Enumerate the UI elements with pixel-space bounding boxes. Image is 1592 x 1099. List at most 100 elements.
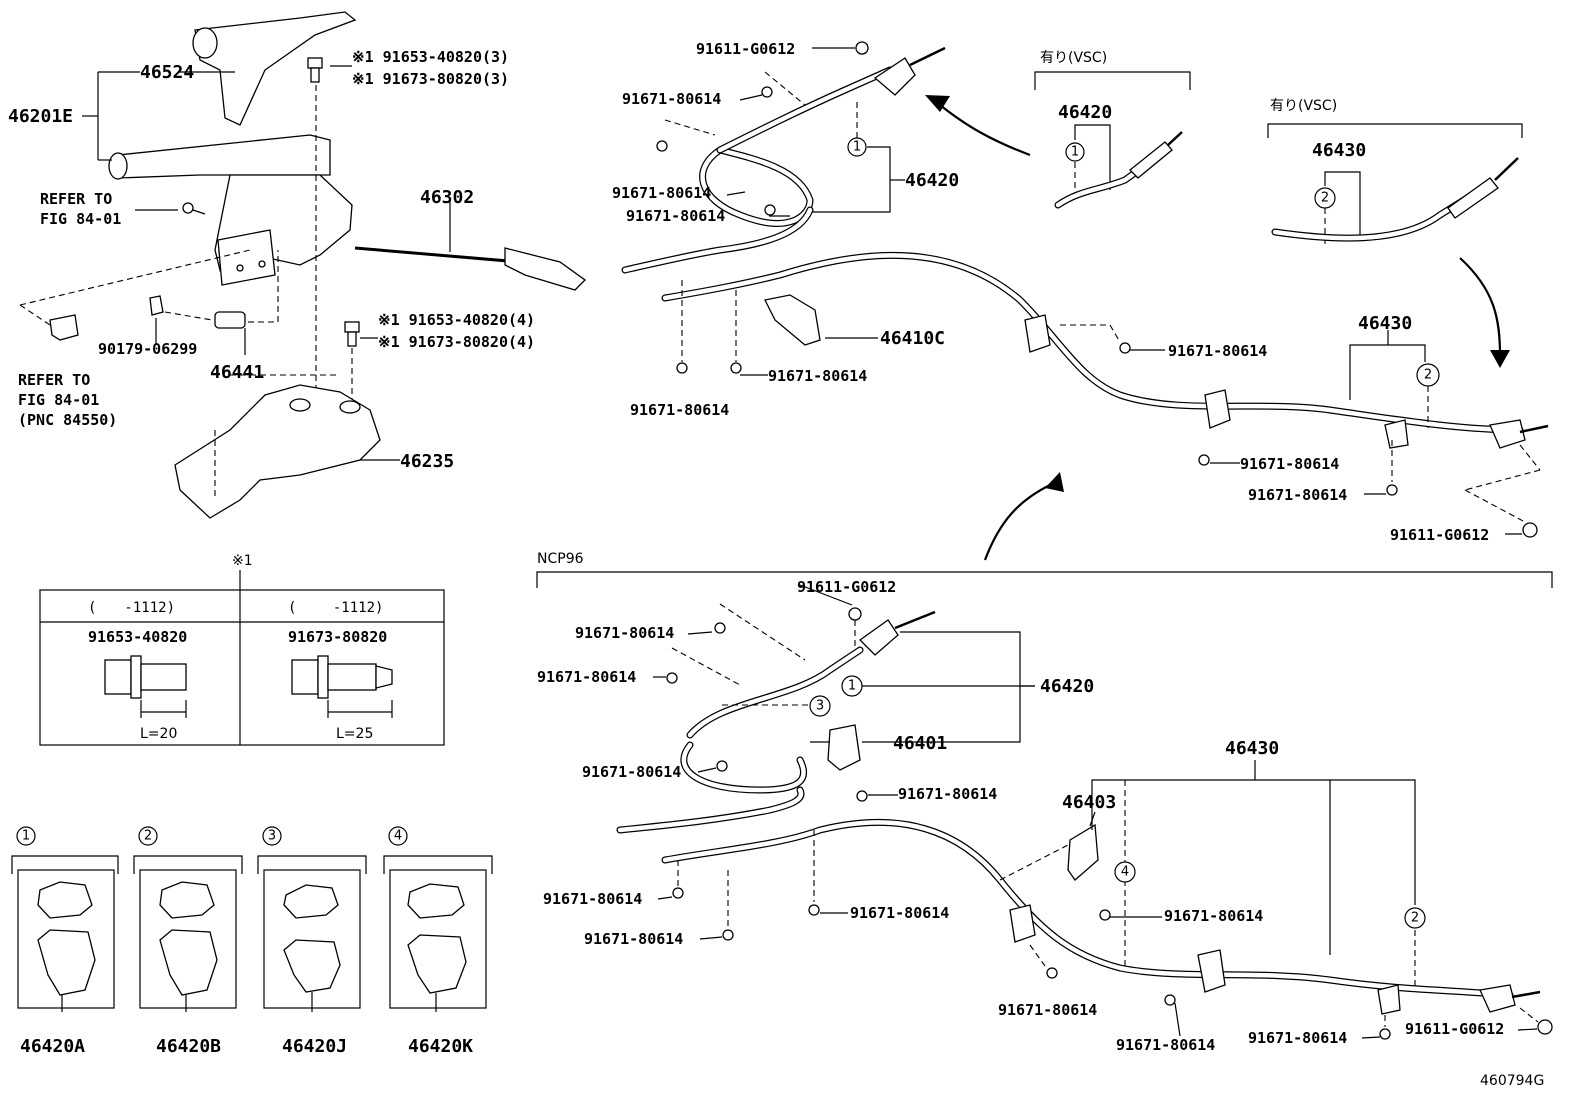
refer-fig-label: REFER TO (40, 190, 112, 208)
bolt-icon (291, 659, 319, 695)
cable-46430-label: 46430 (1358, 313, 1412, 334)
clamp-set: 1 46420A 2 46420B 3 46420J 4 46420K (11, 826, 493, 1057)
clamp-bottom-icon (283, 939, 341, 993)
clamp-part-label: 46420J (282, 1036, 347, 1057)
refer-fig-label: (PNC 84550) (18, 411, 117, 429)
bolt-head-icon (730, 362, 742, 374)
bolt-head-icon (1537, 1019, 1553, 1035)
bolt-part-label: 91671-80614 (584, 930, 683, 948)
ncp96-heading: NCP96 (537, 551, 584, 567)
cable-clamp-shape (1197, 949, 1226, 993)
bolt-part-label: 91671-80614 (537, 668, 636, 686)
bracket-46401-label: 46401 (893, 733, 947, 754)
bolt-head-icon (1099, 909, 1111, 921)
clamp-top-icon (283, 884, 339, 919)
cable-46430-label: 46430 (1225, 738, 1279, 759)
table-range-1: ( -1112) (88, 600, 175, 616)
clamp-number: 3 (268, 829, 276, 844)
part-46441-label: 46441 (210, 362, 264, 383)
table-part-2: 91673-80820 (288, 628, 387, 646)
refer-fig-label: FIG 84-01 (18, 391, 99, 409)
bolt-head-icon (666, 672, 678, 684)
table-len-2: L=25 (336, 726, 373, 742)
cable-clamp-shape (1384, 419, 1409, 449)
bolt-icon (307, 57, 323, 69)
callout-number: 2 (1411, 911, 1419, 926)
bolt-shank-icon (347, 331, 357, 347)
bolt-head-icon (808, 904, 820, 916)
clamp-part-label: 46420K (408, 1036, 473, 1057)
bolt-part-label: ※1 91673-80820(3) (352, 70, 509, 88)
clamp-bottom-icon (407, 934, 467, 994)
bolt-part-label: 91671-80614 (1168, 342, 1267, 360)
bolt-part-label: 91671-80614 (543, 890, 642, 908)
clamp-top-icon (407, 883, 465, 919)
bolt-thread-icon (140, 663, 187, 691)
lever-cover-shape (194, 11, 357, 126)
vsc-note: 有り(VSC) (1040, 50, 1107, 66)
refer-fig-label: REFER TO (18, 371, 90, 389)
cable-46420-vsc-label: 46420 (1058, 102, 1112, 123)
bracket-46401-shape (827, 724, 861, 771)
bolt-part-label: ※1 91653-40820(3) (352, 48, 509, 66)
bolt-head-icon (761, 86, 773, 98)
bolt-part-label: 91671-80614 (582, 763, 681, 781)
cable-end-bracket (1489, 419, 1526, 449)
lever-handle-end (108, 152, 128, 180)
bolt-head-icon (1522, 522, 1538, 538)
bolt-part-label: 91671-80614 (626, 207, 725, 225)
bolt-flange-icon (130, 655, 142, 699)
clamp-number: 4 (394, 829, 402, 844)
cable-clamp-shape (1204, 389, 1231, 429)
bolt-head-icon (1386, 484, 1398, 496)
bracket-46410C-label: 46410C (880, 328, 945, 349)
bolt-head-icon (1046, 967, 1058, 979)
lever-assembly (19, 11, 587, 519)
bolt-part-label: 91611-G0612 (1405, 1020, 1504, 1038)
equalizer-shape (504, 247, 587, 291)
bracket-46403-label: 46403 (1062, 792, 1116, 813)
cable-clamp-shape (1009, 904, 1036, 943)
cable-clamp-shape (1024, 314, 1051, 353)
bolt-head-icon (676, 362, 688, 374)
bolt-head-icon (848, 607, 862, 621)
clamp-number: 1 (22, 829, 30, 844)
clip-shape (49, 314, 79, 341)
bolt-part-label: ※1 91653-40820(4) (378, 311, 535, 329)
bolt-part-label: 91671-80614 (768, 367, 867, 385)
part-46201E-label: 46201E (8, 106, 73, 127)
bolt-part-label: 91671-80614 (898, 785, 997, 803)
table-len-1: L=20 (140, 726, 177, 742)
bolt-part-label: 91671-80614 (622, 90, 721, 108)
bolt-thread-icon (327, 663, 377, 691)
bolt-part-label: ※1 91673-80820(4) (378, 333, 535, 351)
leader-lines-left (82, 65, 451, 461)
cable-46420-label: 46420 (1040, 676, 1094, 697)
lever-cover-grip (192, 27, 218, 59)
bolt-part-label: 91611-G0612 (1390, 526, 1489, 544)
callout-number: 1 (848, 679, 856, 694)
bolt-part-label: 91671-80614 (1248, 1029, 1347, 1047)
refer-fig-label: FIG 84-01 (40, 210, 121, 228)
clamp-top-icon (37, 881, 93, 919)
clamp-bottom-icon (37, 929, 96, 996)
cable-46430-vsc-label: 46430 (1312, 140, 1366, 161)
cable-assembly-top: 1 2 (621, 41, 1549, 538)
base-bracket-shape (174, 384, 381, 519)
bolt-spec-table: ※1 ( -1112) ( -1112) 91653-40820 91673-8… (39, 553, 445, 746)
bolt-part-label: 91611-G0612 (696, 40, 795, 58)
part-46524-label: 46524 (140, 62, 194, 83)
lever-base-plate (217, 229, 276, 286)
part-90179-label: 90179-06299 (98, 340, 197, 358)
cable-end-bracket (873, 57, 916, 96)
callout-number: 4 (1121, 865, 1129, 880)
part-46235-label: 46235 (400, 451, 454, 472)
table-mark: ※1 (232, 553, 253, 569)
callout-number: 1 (1071, 145, 1079, 160)
bolt-head-icon (1164, 994, 1176, 1006)
table-part-1: 91653-40820 (88, 628, 187, 646)
bolt-part-label: 91671-80614 (612, 184, 711, 202)
bolt-head-icon (855, 41, 869, 55)
